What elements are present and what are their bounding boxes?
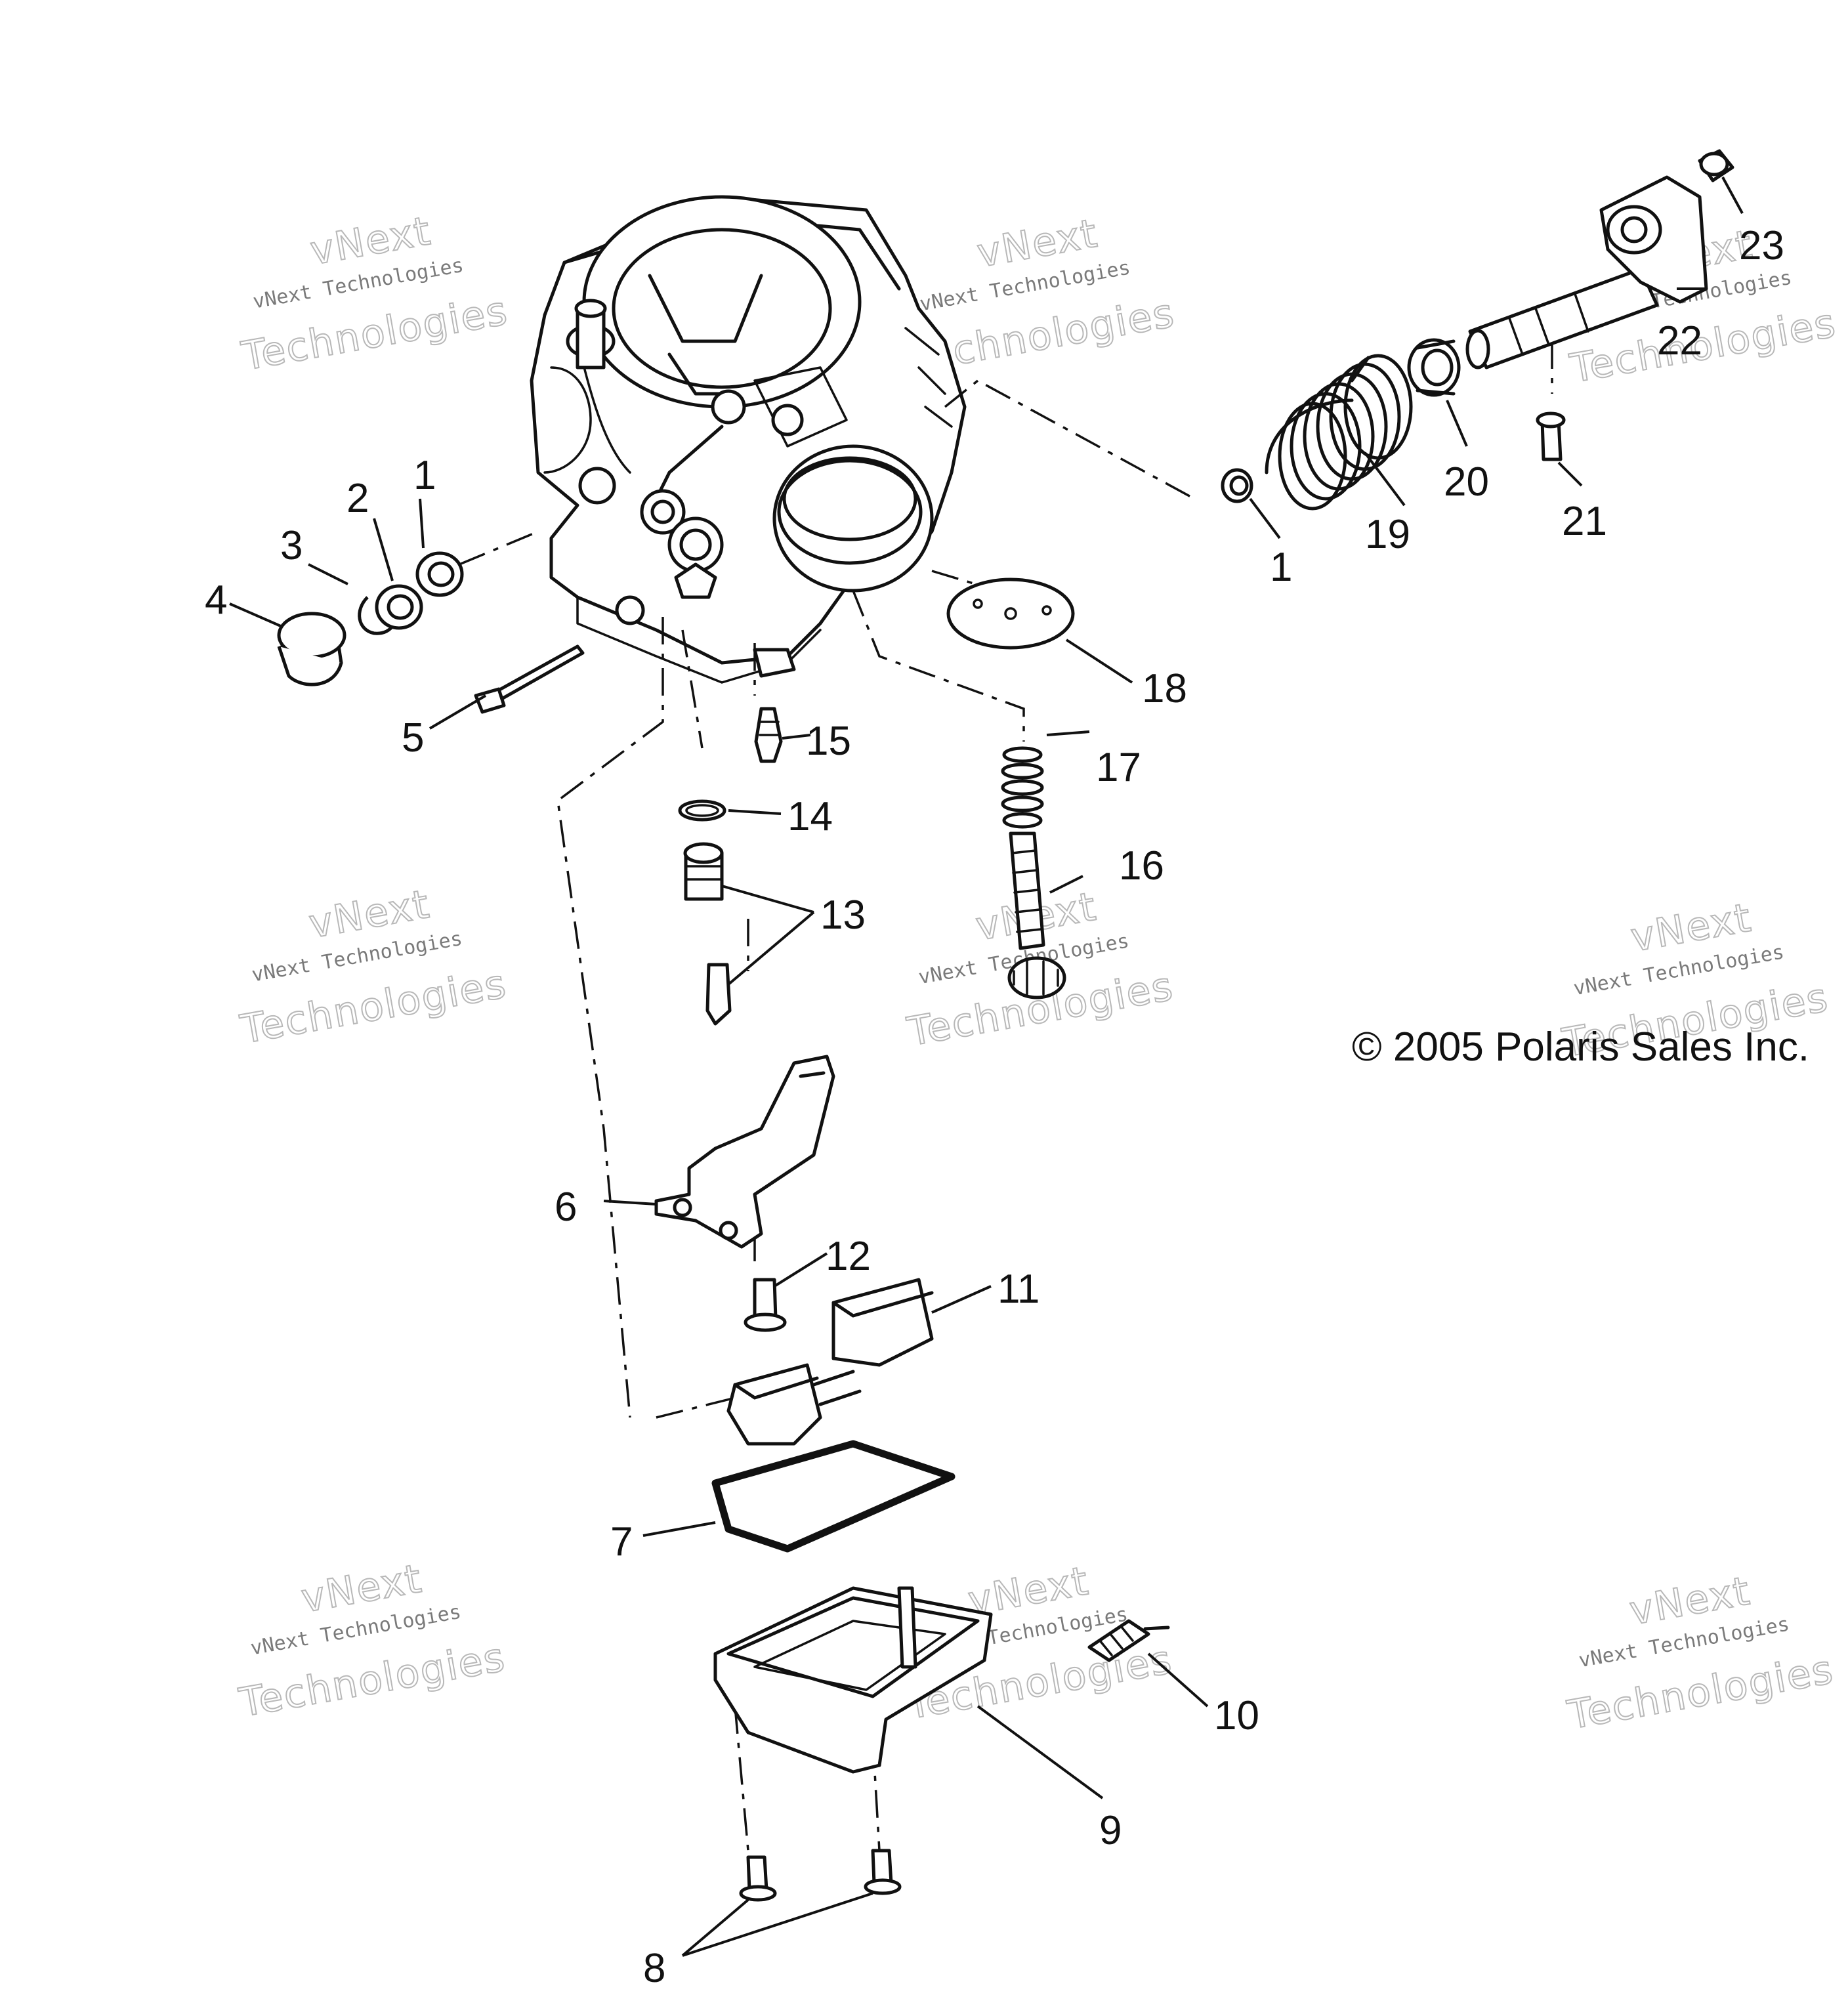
watermark: vNext vNext Technologies Technologies xyxy=(1563,1567,1838,1739)
part-18-throttle-plate xyxy=(946,578,1075,650)
part-7-gasket xyxy=(711,1440,956,1553)
callout-labels: 1 2 3 4 5 1 19 20 21 22 23 18 15 17 14 1… xyxy=(205,223,1784,1991)
part-16-screw xyxy=(1007,831,1066,999)
part-9-float-bowl xyxy=(713,1586,993,1774)
part-22-throttle-shaft xyxy=(1465,175,1708,369)
callout-4: 4 xyxy=(205,578,227,623)
callout-18: 18 xyxy=(1142,666,1187,711)
callout-13: 13 xyxy=(820,892,866,938)
callout-7: 7 xyxy=(610,1519,633,1564)
part-11-float xyxy=(726,1278,934,1446)
callout-12: 12 xyxy=(826,1234,871,1279)
part-20-bushing xyxy=(1407,338,1461,397)
part-1-seal-right xyxy=(1221,468,1253,503)
part-10-drain-screw xyxy=(1087,1619,1170,1662)
callout-5: 5 xyxy=(402,715,424,761)
part-2-washer xyxy=(375,584,423,630)
callout-8: 8 xyxy=(643,1946,665,1991)
callout-17: 17 xyxy=(1096,745,1141,790)
callout-14: 14 xyxy=(788,794,833,839)
part-15-jet xyxy=(754,707,783,763)
callout-11: 11 xyxy=(998,1267,1040,1312)
callout-9: 9 xyxy=(1099,1808,1122,1853)
watermark: vNext vNext Technologies Technologies xyxy=(235,1555,509,1727)
part-23-cap xyxy=(1698,149,1734,182)
copyright-notice: © 2005 Polaris Sales Inc. xyxy=(1352,1024,1810,1070)
callout-10: 10 xyxy=(1214,1693,1259,1738)
callout-20: 20 xyxy=(1444,459,1489,505)
part-8-screws xyxy=(739,1849,902,1902)
callout-21: 21 xyxy=(1562,499,1607,544)
callout-3: 3 xyxy=(280,523,303,568)
carburetor-body xyxy=(530,195,967,684)
part-21-screw xyxy=(1536,411,1566,461)
leader-lines xyxy=(229,177,1744,1957)
part-13-needle-valve xyxy=(683,842,732,1026)
callout-1-left: 1 xyxy=(413,453,436,498)
part-6-bracket xyxy=(654,1055,835,1249)
watermark: vNext vNext Technologies Technologies xyxy=(238,207,512,381)
callout-19: 19 xyxy=(1365,512,1410,557)
callout-1-right: 1 xyxy=(1270,545,1292,590)
watermark: vNext vNext Technologies Technologies xyxy=(236,881,511,1054)
part-12-screw xyxy=(744,1278,787,1332)
part-19-spring xyxy=(1265,354,1413,511)
callout-2: 2 xyxy=(346,476,369,521)
part-4-cap xyxy=(277,612,346,686)
part-17-spring xyxy=(1001,746,1044,829)
alignment-line xyxy=(459,530,539,566)
callout-15: 15 xyxy=(806,719,851,764)
part-14-oring xyxy=(678,799,726,822)
callout-16: 16 xyxy=(1119,843,1164,889)
callout-22: 22 xyxy=(1657,318,1702,364)
part-5-screw xyxy=(474,644,585,714)
callout-6: 6 xyxy=(555,1185,577,1230)
part-1-seal-left xyxy=(415,551,464,597)
callout-23: 23 xyxy=(1739,223,1784,268)
